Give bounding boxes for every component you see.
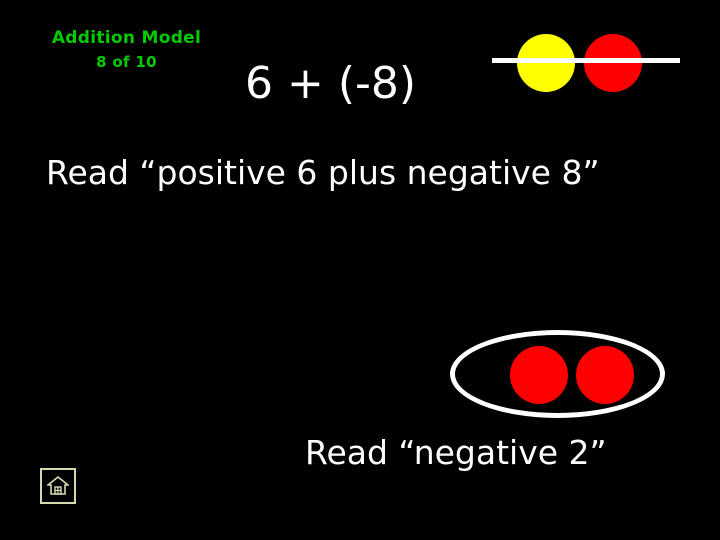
red-counter-icon [576,346,634,404]
result-ellipse-outline [450,330,665,418]
red-counter-icon [510,346,568,404]
slide-title: Addition Model 8 of 10 [14,26,239,74]
math-expression: 6 + (-8) [245,58,417,109]
home-icon [47,476,69,496]
title-line-2: 8 of 10 [96,53,157,71]
cancel-strike-line [492,58,680,63]
yellow-counter-icon [517,34,575,92]
read-aloud-text-bottom: Read “negative 2” [305,433,607,472]
read-aloud-text-top: Read “positive 6 plus negative 8” [46,153,600,192]
red-counter-icon [584,34,642,92]
title-line-1: Addition Model [51,28,202,48]
zero-pair-group [492,30,692,94]
home-button[interactable] [40,468,76,504]
result-counter-group [450,330,675,425]
